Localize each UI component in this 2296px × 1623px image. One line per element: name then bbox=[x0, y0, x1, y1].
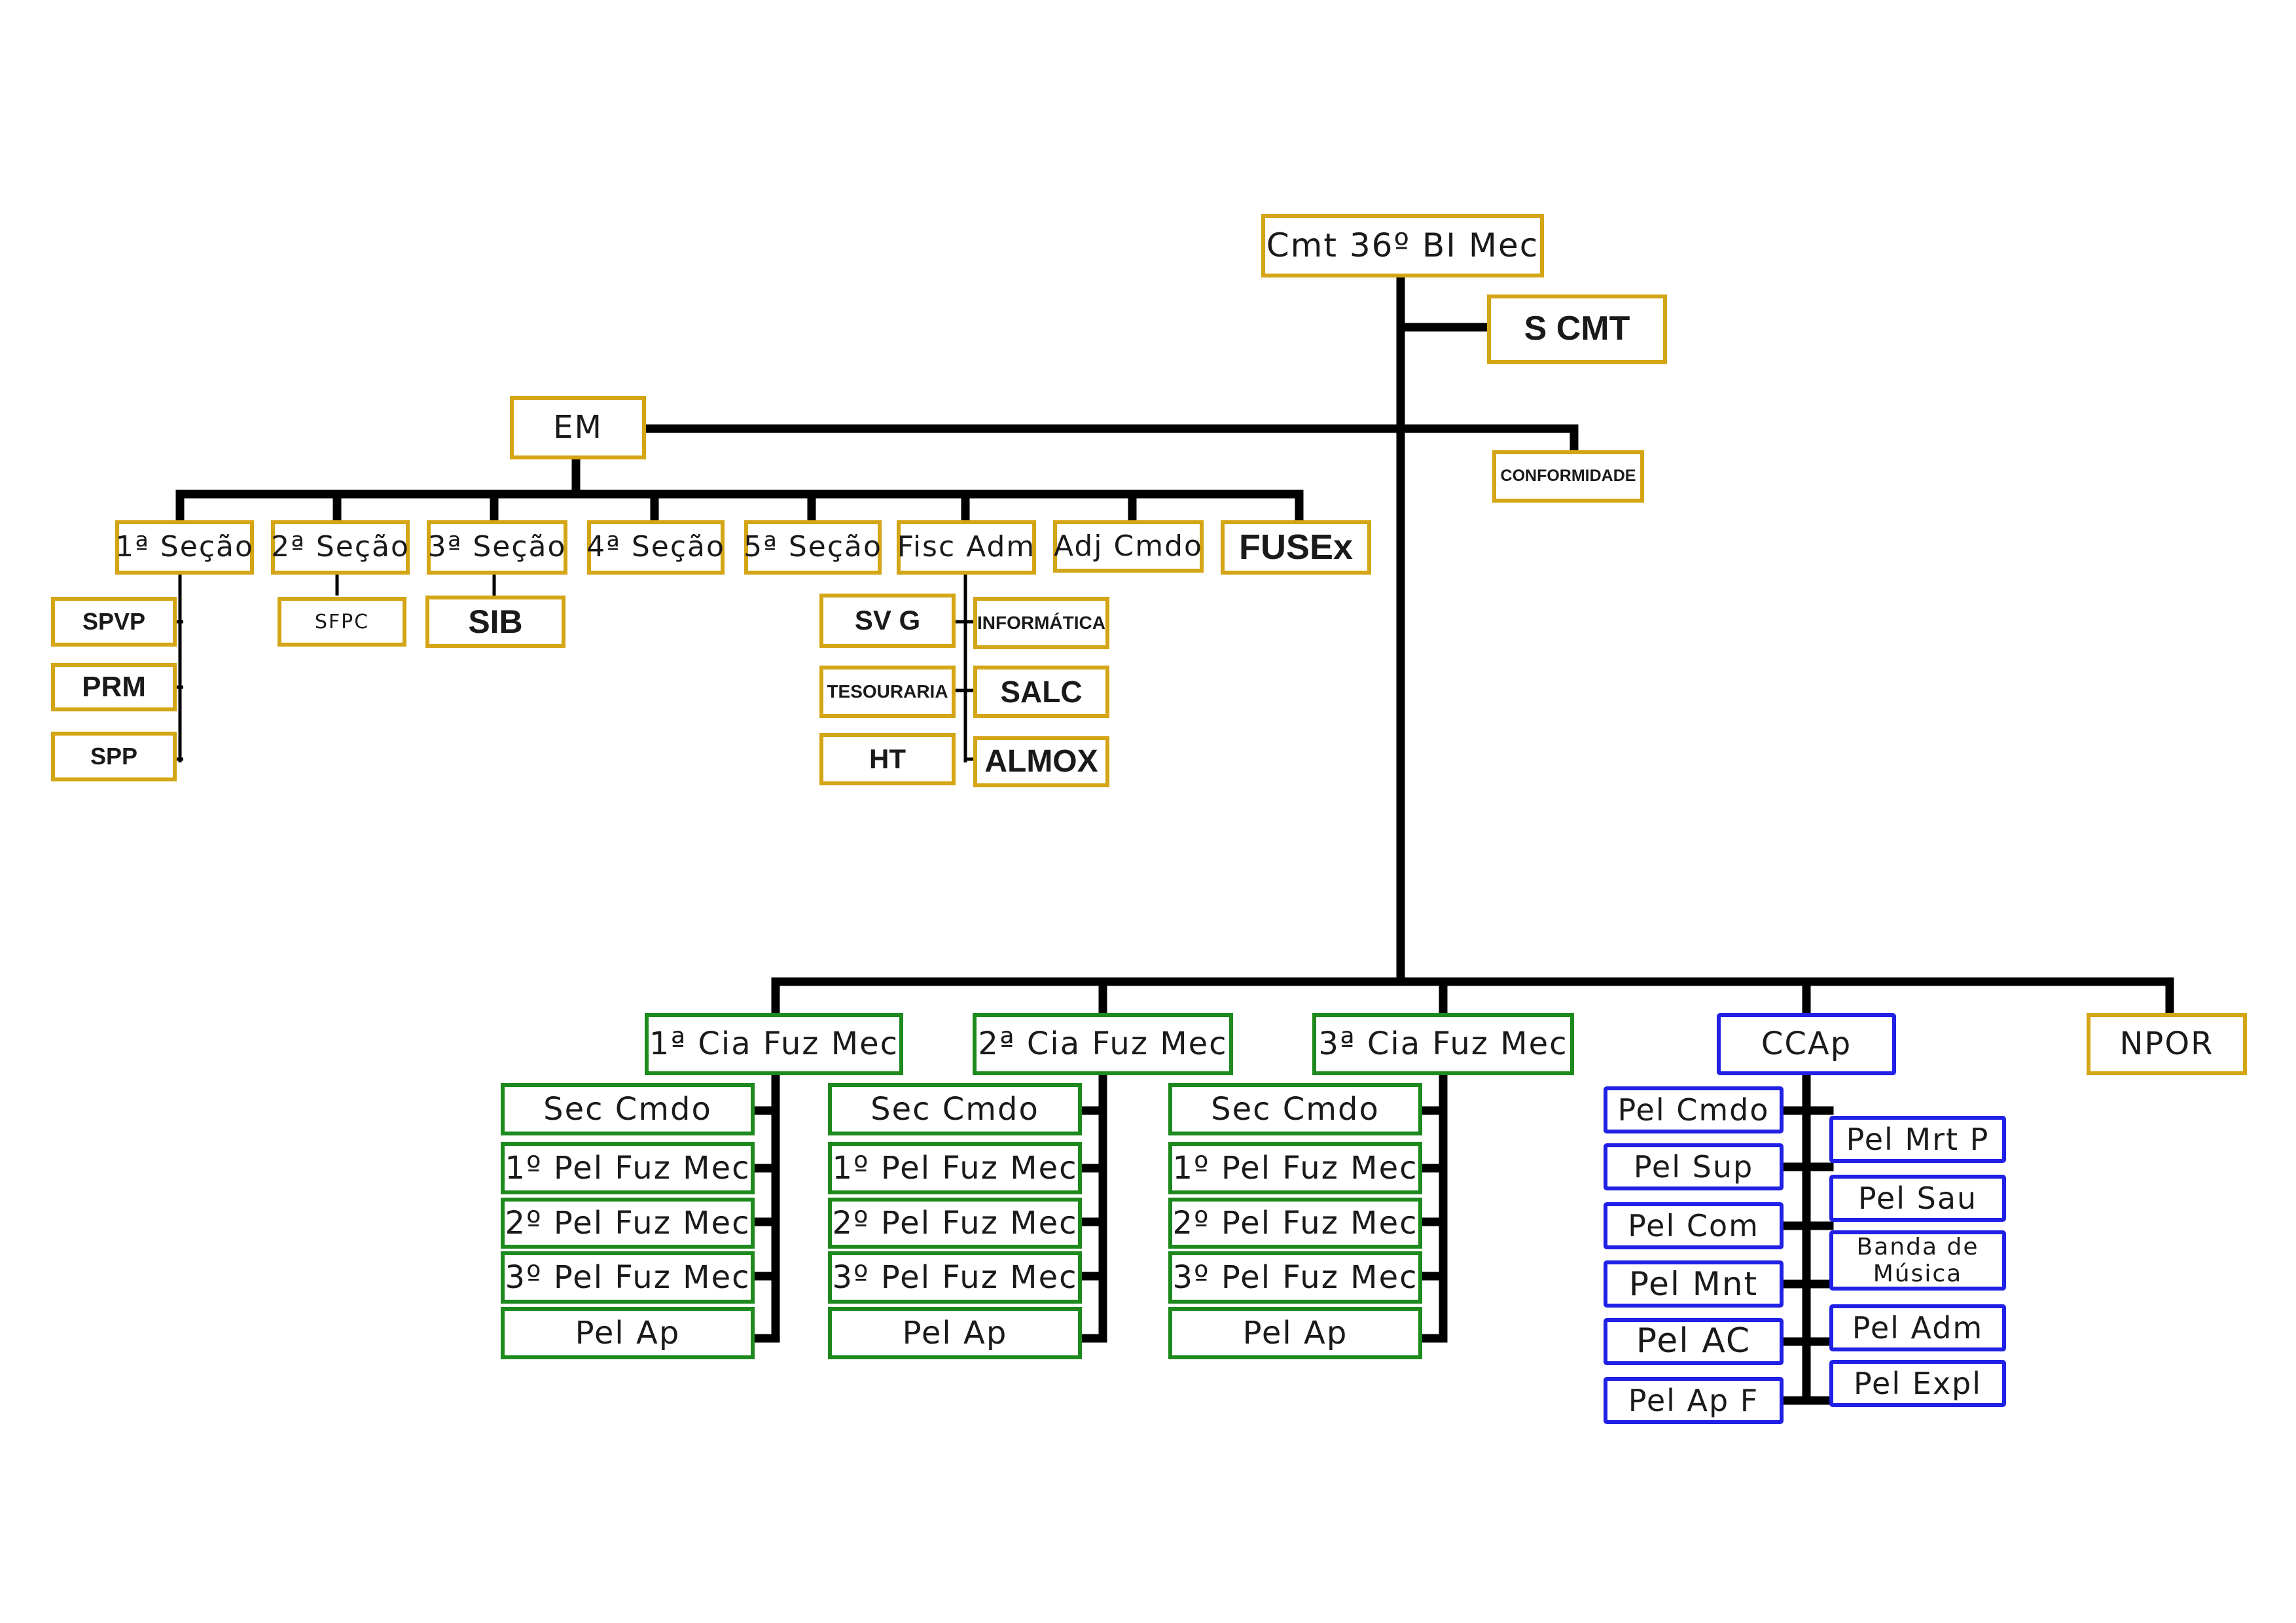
ccap-pel-sau: Pel Sau bbox=[1829, 1175, 2006, 1222]
adj-cmdo-node: Adj Cmdo bbox=[1053, 520, 1204, 573]
cia-3-pel-3: 3º Pel Fuz Mec bbox=[1168, 1251, 1422, 1304]
ccap-pel-sup: Pel Sup bbox=[1604, 1143, 1784, 1190]
conformidade-node: CONFORMIDADE bbox=[1492, 450, 1644, 503]
section-4: 4ª Seção bbox=[586, 520, 725, 575]
scmt-node: S CMT bbox=[1487, 294, 1667, 364]
ccap-pel-ap-f: Pel Ap F bbox=[1604, 1377, 1784, 1424]
ccap-pel-expl: Pel Expl bbox=[1829, 1360, 2006, 1407]
cia-1-sec-cmdo: Sec Cmdo bbox=[501, 1083, 755, 1135]
cia-2-pel-1: 1º Pel Fuz Mec bbox=[828, 1142, 1082, 1194]
cia-2-pel-2: 2º Pel Fuz Mec bbox=[828, 1198, 1082, 1249]
ccap-banda-de-musica: Banda de Música bbox=[1829, 1230, 2006, 1291]
section-1: 1ª Seção bbox=[115, 520, 254, 575]
fisc-adm-node: Fisc Adm bbox=[897, 520, 1036, 575]
cia-3-pel-1: 1º Pel Fuz Mec bbox=[1168, 1142, 1422, 1194]
em-node: EM bbox=[510, 396, 646, 459]
spvp-node: SPVP bbox=[51, 597, 177, 647]
root-node: Cmt 36º BI Mec bbox=[1261, 214, 1544, 277]
ccap-pel-mrt-p: Pel Mrt P bbox=[1829, 1116, 2006, 1163]
cia-2-pel-ap: Pel Ap bbox=[828, 1307, 1082, 1359]
cia-1-pel-1: 1º Pel Fuz Mec bbox=[501, 1142, 755, 1194]
ccap-pel-cmdo: Pel Cmdo bbox=[1604, 1086, 1784, 1133]
tesouraria-node: TESOURARIA bbox=[819, 666, 956, 718]
ccap-pel-adm: Pel Adm bbox=[1829, 1304, 2006, 1351]
cia-1-pel-2: 2º Pel Fuz Mec bbox=[501, 1198, 755, 1249]
npor-node: NPOR bbox=[2087, 1013, 2247, 1075]
ccap-node: CCAp bbox=[1717, 1013, 1896, 1075]
almox-node: ALMOX bbox=[973, 736, 1109, 787]
sfpc-node: SFPC bbox=[278, 597, 406, 647]
svg-node: SV G bbox=[819, 594, 956, 648]
informatica-node: INFORMÁTICA bbox=[973, 597, 1109, 649]
cia-3-pel-2: 2º Pel Fuz Mec bbox=[1168, 1198, 1422, 1249]
ht-node: HT bbox=[819, 733, 956, 785]
ccap-pel-com: Pel Com bbox=[1604, 1202, 1784, 1249]
ccap-pel-ac: Pel AC bbox=[1604, 1318, 1784, 1365]
ccap-pel-mnt: Pel Mnt bbox=[1604, 1260, 1784, 1308]
section-3: 3ª Seção bbox=[427, 520, 567, 575]
fusex-node: FUSEx bbox=[1221, 520, 1371, 575]
section-2: 2ª Seção bbox=[271, 520, 410, 575]
sib-node: SIB bbox=[425, 596, 565, 648]
cia-1-node: 1ª Cia Fuz Mec bbox=[645, 1013, 903, 1075]
salc-node: SALC bbox=[973, 666, 1109, 718]
cia-2-node: 2ª Cia Fuz Mec bbox=[973, 1013, 1233, 1075]
cia-2-pel-3: 3º Pel Fuz Mec bbox=[828, 1251, 1082, 1304]
cia-3-pel-ap: Pel Ap bbox=[1168, 1307, 1422, 1359]
prm-node: PRM bbox=[51, 663, 177, 711]
section-5: 5ª Seção bbox=[744, 520, 882, 575]
cia-1-pel-ap: Pel Ap bbox=[501, 1307, 755, 1359]
cia-1-pel-3: 3º Pel Fuz Mec bbox=[501, 1251, 755, 1304]
cia-3-sec-cmdo: Sec Cmdo bbox=[1168, 1083, 1422, 1135]
cia-2-sec-cmdo: Sec Cmdo bbox=[828, 1083, 1082, 1135]
cia-3-node: 3ª Cia Fuz Mec bbox=[1312, 1013, 1574, 1075]
spp-node: SPP bbox=[51, 732, 177, 781]
